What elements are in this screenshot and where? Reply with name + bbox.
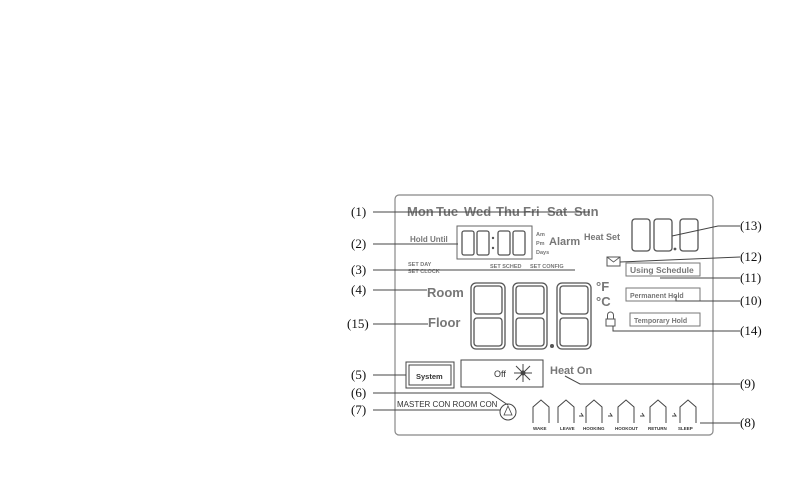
callout-3: (3) xyxy=(351,262,366,277)
callout-4: (4) xyxy=(351,282,366,297)
callout-6: (6) xyxy=(351,385,366,400)
clock-colon-bottom xyxy=(491,246,495,250)
clock-digit-4 xyxy=(512,230,526,256)
house-sleep-icon xyxy=(679,399,697,423)
arrow-icon-2 xyxy=(608,412,613,417)
lock-icon xyxy=(605,311,616,327)
house-hooking-icon xyxy=(585,399,603,423)
set-config-label: SET CONFIG xyxy=(530,264,564,270)
pm-label: Pm xyxy=(536,241,545,247)
master-con-icon xyxy=(499,403,517,421)
off-label: Off xyxy=(494,369,506,379)
floor-label: Floor xyxy=(428,315,461,330)
leader-6 xyxy=(373,392,509,406)
envelope-flap xyxy=(606,256,621,263)
celsius-label: °C xyxy=(596,294,611,309)
big-digit-1-lower xyxy=(473,317,503,347)
set-sched-label: SET SCHED xyxy=(490,264,522,270)
set-day-label: SET DAY xyxy=(408,262,432,268)
setpoint-digit-3 xyxy=(679,218,699,252)
leader-9 xyxy=(564,375,740,385)
snowflake-icon xyxy=(514,364,532,382)
big-digit-3 xyxy=(556,282,592,350)
house-hookout-icon xyxy=(617,399,635,423)
heat-set-label: Heat Set xyxy=(584,232,620,242)
mode-box xyxy=(460,359,544,388)
clock-digit-1 xyxy=(461,230,475,256)
arrow-icon-4 xyxy=(672,412,677,417)
big-decimal-point xyxy=(550,344,554,348)
callout-lines xyxy=(373,211,741,424)
callout-12: (12) xyxy=(740,249,762,264)
clock-digit-3 xyxy=(497,230,511,256)
leader-14 xyxy=(612,326,740,332)
callout-9: (9) xyxy=(740,376,755,391)
callout-13: (13) xyxy=(740,218,762,233)
big-digit-3-upper xyxy=(559,285,589,315)
master-room-con-label: MASTER CON ROOM CON xyxy=(397,400,498,409)
callout-labels: (1) (2) (3) (4) (5) (6) (7) (8) (9) (10)… xyxy=(347,204,762,430)
house-wake-icon xyxy=(532,399,550,423)
period-wake: WAKE xyxy=(533,426,547,431)
callout-10: (10) xyxy=(740,293,762,308)
alarm-label: Alarm xyxy=(549,236,580,248)
period-icons xyxy=(532,399,697,423)
clock-colon-top xyxy=(491,236,495,240)
callout-15: (15) xyxy=(347,316,369,331)
system-inner-box xyxy=(408,364,452,386)
callout-7: (7) xyxy=(351,402,366,417)
period-sleep: SLEEP xyxy=(678,426,693,431)
callout-5: (5) xyxy=(351,367,366,382)
leader-12 xyxy=(619,256,741,263)
leader-13 xyxy=(671,225,740,237)
lcd-outline xyxy=(394,194,714,436)
big-digit-1 xyxy=(470,282,506,350)
permanent-hold-label: Permanent Hold xyxy=(630,293,684,300)
big-digit-2-upper xyxy=(515,285,545,315)
callout-11: (11) xyxy=(740,270,761,285)
big-digit-2 xyxy=(512,282,548,350)
big-digit-1-upper xyxy=(473,285,503,315)
using-schedule-box xyxy=(625,262,701,277)
clock-digit-2 xyxy=(476,230,490,256)
temporary-hold-box xyxy=(629,312,701,327)
master-con-icon-mark xyxy=(503,405,513,416)
fahrenheit-label: °F xyxy=(596,279,609,294)
setpoint-digit-1 xyxy=(631,218,651,252)
period-hooking: HOOKING xyxy=(583,426,605,431)
callout-2: (2) xyxy=(351,236,366,251)
using-schedule-label: Using Schedule xyxy=(630,265,694,275)
set-clock-label: SET CLOCK xyxy=(408,269,440,275)
callout-14: (14) xyxy=(740,323,762,338)
callout-1: (1) xyxy=(351,204,366,219)
heat-on-label: Heat On xyxy=(550,365,592,377)
callout-8: (8) xyxy=(740,415,755,430)
system-label: System xyxy=(416,372,443,381)
clock-digits xyxy=(461,230,526,256)
room-temperature-digits xyxy=(470,282,592,350)
setpoint-digit-2 xyxy=(653,218,673,252)
period-hookout: HOOKOUT xyxy=(615,426,638,431)
big-digit-3-lower xyxy=(559,317,589,347)
permanent-hold-box xyxy=(625,287,701,302)
arrow-icon-3 xyxy=(640,412,645,417)
hold-until-label: Hold Until xyxy=(410,235,448,244)
temporary-hold-label: Temporary Hold xyxy=(634,318,687,325)
setpoint-decimal xyxy=(673,247,677,251)
period-leave: LEAVE xyxy=(560,426,575,431)
arrow-icon-1 xyxy=(579,412,584,417)
house-return-icon xyxy=(649,399,667,423)
big-digit-2-lower xyxy=(515,317,545,347)
am-label: Am xyxy=(536,232,545,238)
room-label: Room xyxy=(427,285,464,300)
leader-10 xyxy=(675,296,740,302)
setpoint-digits xyxy=(631,218,699,252)
clock-frame xyxy=(456,225,533,260)
house-leave-icon xyxy=(557,399,575,423)
days-indicator-label: Days xyxy=(536,250,549,256)
period-return: RETURN xyxy=(648,426,667,431)
